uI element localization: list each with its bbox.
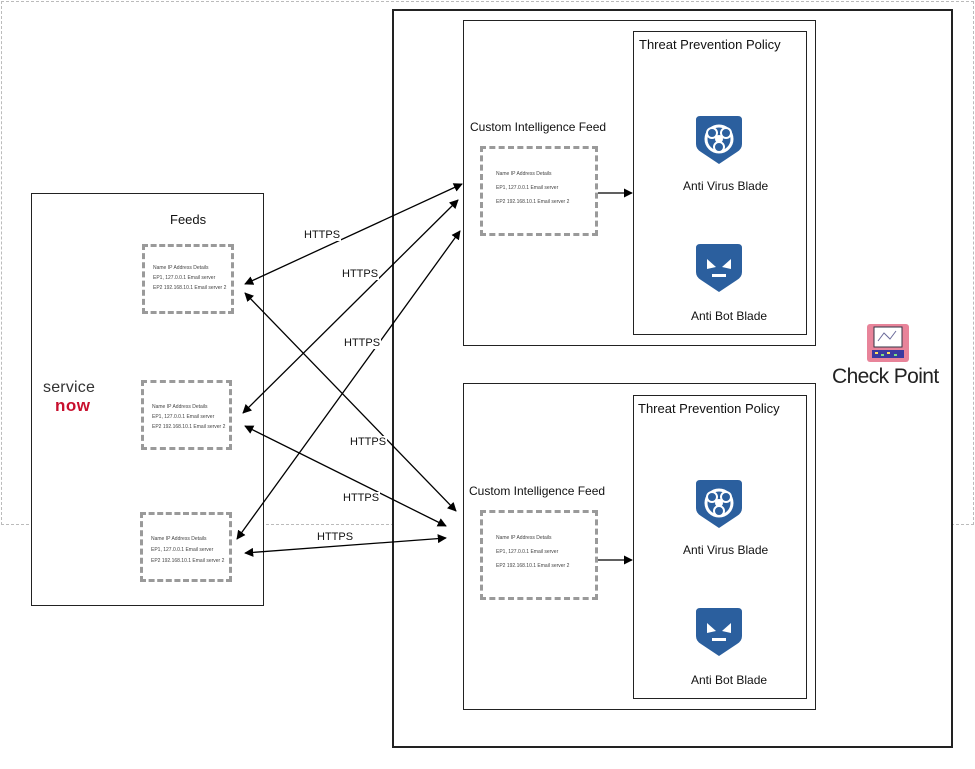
checkpoint-logo-icon <box>867 324 909 362</box>
feed-row-1: EP1, 127.0.0.1 Email server <box>151 547 214 553</box>
servicenow-logo-service: service <box>43 379 96 396</box>
cif-title-bottom: Custom Intelligence Feed <box>469 484 606 498</box>
antibot-icon <box>696 244 742 292</box>
https-label: HTTPS <box>343 337 382 349</box>
feed-header: Name IP Address Details <box>496 535 552 541</box>
feed-row-2: EP2 192.168.10.1 Email server 2 <box>496 199 570 205</box>
feeds-title: Feeds <box>170 212 207 227</box>
servicenow-logo-now: now <box>55 396 91 415</box>
https-label: HTTPS <box>341 268 380 280</box>
cif-title-top: Custom Intelligence Feed <box>470 120 607 134</box>
antibot-label-bottom: Anti Bot Blade <box>691 673 768 687</box>
antibot-label-top: Anti Bot Blade <box>691 309 768 323</box>
policy-title-top: Threat Prevention Policy <box>639 37 781 52</box>
cif-card-bottom: Name IP Address Details EP1, 127.0.0.1 E… <box>480 510 598 600</box>
feed-row-2: EP2 192.168.10.1 Email server 2 <box>152 424 226 430</box>
checkpoint-logo-text: Check Point <box>832 365 939 388</box>
https-label: HTTPS <box>349 436 388 448</box>
feed-row-2: EP2 192.168.10.1 Email server 2 <box>151 558 225 564</box>
servicenow-feed-card-3: Name IP Address Details EP1, 127.0.0.1 E… <box>140 512 232 582</box>
servicenow-feed-card-2: Name IP Address Details EP1, 127.0.0.1 E… <box>141 380 232 450</box>
feed-row-2: EP2 192.168.10.1 Email server 2 <box>153 285 227 291</box>
link-feed2-top <box>242 199 459 414</box>
feed-row-1: EP1, 127.0.0.1 Email server <box>496 185 559 191</box>
https-label: HTTPS <box>303 229 342 241</box>
link-feed3-top <box>236 230 461 540</box>
antivirus-label-bottom: Anti Virus Blade <box>683 543 769 557</box>
feed-header: Name IP Address Details <box>152 404 208 410</box>
feed-header: Name IP Address Details <box>151 536 207 542</box>
feed-row-1: EP1, 127.0.0.1 Email server <box>153 275 216 281</box>
servicenow-feed-card-1: Name IP Address Details EP1, 127.0.0.1 E… <box>142 244 234 314</box>
cif-card-top: Name IP Address Details EP1, 127.0.0.1 E… <box>480 146 598 236</box>
feed-row-1: EP1, 127.0.0.1 Email server <box>496 549 559 555</box>
feed-row-1: EP1, 127.0.0.1 Email server <box>152 414 215 420</box>
policy-title-bottom: Threat Prevention Policy <box>638 401 780 416</box>
https-label: HTTPS <box>316 531 355 543</box>
link-feed2-bottom <box>244 425 447 527</box>
link-feed3-bottom <box>244 534 447 557</box>
feed-header: Name IP Address Details <box>496 171 552 177</box>
feed-header: Name IP Address Details <box>153 265 209 271</box>
antivirus-icon <box>696 480 742 528</box>
feed-row-2: EP2 192.168.10.1 Email server 2 <box>496 563 570 569</box>
antibot-icon <box>696 608 742 656</box>
antivirus-icon <box>696 116 742 164</box>
https-label: HTTPS <box>342 492 381 504</box>
antivirus-label-top: Anti Virus Blade <box>683 179 769 193</box>
